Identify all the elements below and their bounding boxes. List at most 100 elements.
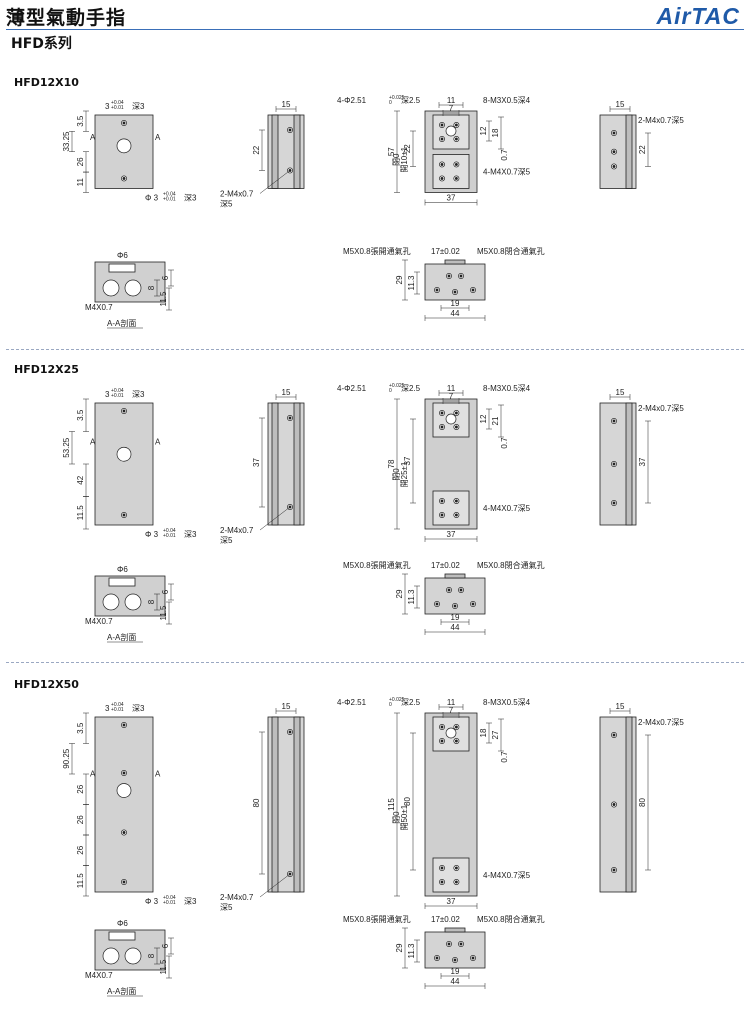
dimension-label: 3.5 xyxy=(76,115,85,127)
close-stroke-label: 閉0 xyxy=(392,468,401,481)
tapped-hole xyxy=(121,512,127,518)
section-mark: A xyxy=(90,133,96,142)
hole-callout-bottom: Φ 3 xyxy=(145,897,159,906)
tapped-hole xyxy=(452,603,458,609)
tolerance-label: +0.04 xyxy=(111,702,124,708)
hole xyxy=(288,128,292,132)
hole xyxy=(116,446,132,462)
dimension-label: 11.3 xyxy=(407,943,416,959)
dimension-label: 15 xyxy=(616,388,625,397)
dimension-label: 27 xyxy=(491,730,500,739)
tap-depth: 深5 xyxy=(220,199,233,208)
hole xyxy=(454,499,458,503)
hole xyxy=(612,131,616,135)
tolerance-label: +0.025 xyxy=(389,383,405,389)
model-label-hfd12x25: HFD12X25 xyxy=(14,363,79,376)
tapped-hole xyxy=(611,732,617,738)
tap-callout: 2-M4x0.7深5 xyxy=(638,718,684,727)
phi-label: Φ6 xyxy=(117,251,128,260)
hole xyxy=(471,956,475,960)
hole xyxy=(454,411,458,415)
dimension-line xyxy=(259,873,291,898)
dimension-label: 90.25 xyxy=(62,748,71,769)
dimension-label: 26 xyxy=(76,845,85,854)
tapped-hole xyxy=(446,273,452,279)
hole xyxy=(612,501,616,505)
dimension-label: 11.5 xyxy=(159,291,168,307)
tapped-hole xyxy=(453,724,460,730)
hole xyxy=(122,513,126,517)
dimension-label: 11.3 xyxy=(407,589,416,605)
hole xyxy=(124,279,142,297)
phi-label: Φ6 xyxy=(117,565,128,574)
section-mark: A xyxy=(90,437,96,446)
tolerance-label: +0.04 xyxy=(111,388,124,394)
tapped-hole xyxy=(434,601,440,607)
tolerance-label: +0.01 xyxy=(111,707,124,713)
tapped-hole xyxy=(121,408,127,414)
section-slot xyxy=(108,577,136,587)
dimension-label: 44 xyxy=(451,623,460,632)
tapped-hole xyxy=(434,955,440,961)
hole xyxy=(440,513,444,517)
tolerance-label: +0.01 xyxy=(111,393,124,399)
tapped-hole xyxy=(453,865,460,871)
tapped-hole xyxy=(458,587,464,593)
dimension-label: 33.25 xyxy=(62,131,71,152)
hole xyxy=(116,138,132,154)
dimension-label: 15 xyxy=(616,702,625,711)
dimension-label: 80 xyxy=(403,797,412,806)
dimension-label: 7 xyxy=(449,104,454,113)
hole xyxy=(440,739,444,743)
hole xyxy=(445,727,457,739)
close-stroke-label: 閉0 xyxy=(392,811,401,824)
hole xyxy=(122,723,126,727)
hole xyxy=(471,288,475,292)
dimension-label: 15 xyxy=(282,702,291,711)
dimension-label: 22 xyxy=(403,144,412,153)
tapped-hole xyxy=(611,801,617,808)
hole xyxy=(612,164,616,168)
header-rule xyxy=(6,29,744,30)
tolerance-label: 0 xyxy=(389,388,392,394)
section-slot xyxy=(108,263,136,273)
hole xyxy=(116,783,132,798)
hole-depth: 深3 xyxy=(132,102,145,111)
dimension-label: 11.5 xyxy=(76,505,85,521)
front-body xyxy=(94,716,154,893)
hole xyxy=(440,411,444,415)
tolerance-label: +0.01 xyxy=(163,900,176,906)
dimension-label: 12 xyxy=(479,414,488,423)
dimension-label: 37 xyxy=(447,193,456,202)
dimension-label: 29 xyxy=(395,275,404,284)
open-stroke-label: 開50±1 xyxy=(400,804,409,830)
tapped-hole xyxy=(458,273,464,279)
tapped-hole xyxy=(439,161,445,168)
hole xyxy=(122,880,126,884)
screw-label: M4X0.7 xyxy=(85,971,113,980)
hole xyxy=(454,725,458,729)
section-divider xyxy=(6,349,744,350)
tap-callout: 2-M4x0.7深5 xyxy=(638,404,684,413)
hole-depth: 深3 xyxy=(184,897,197,906)
hole xyxy=(454,513,458,517)
tap-callout: 2-M4x0.7 xyxy=(220,189,254,198)
tapped-hole xyxy=(453,161,460,168)
dimension-label: 37 xyxy=(447,897,456,906)
end-rail xyxy=(625,402,633,526)
open-stroke-label: 開25±1 xyxy=(400,461,409,487)
hole xyxy=(440,866,444,870)
dimension-label: 37 xyxy=(403,456,412,465)
side-rail xyxy=(293,114,301,189)
